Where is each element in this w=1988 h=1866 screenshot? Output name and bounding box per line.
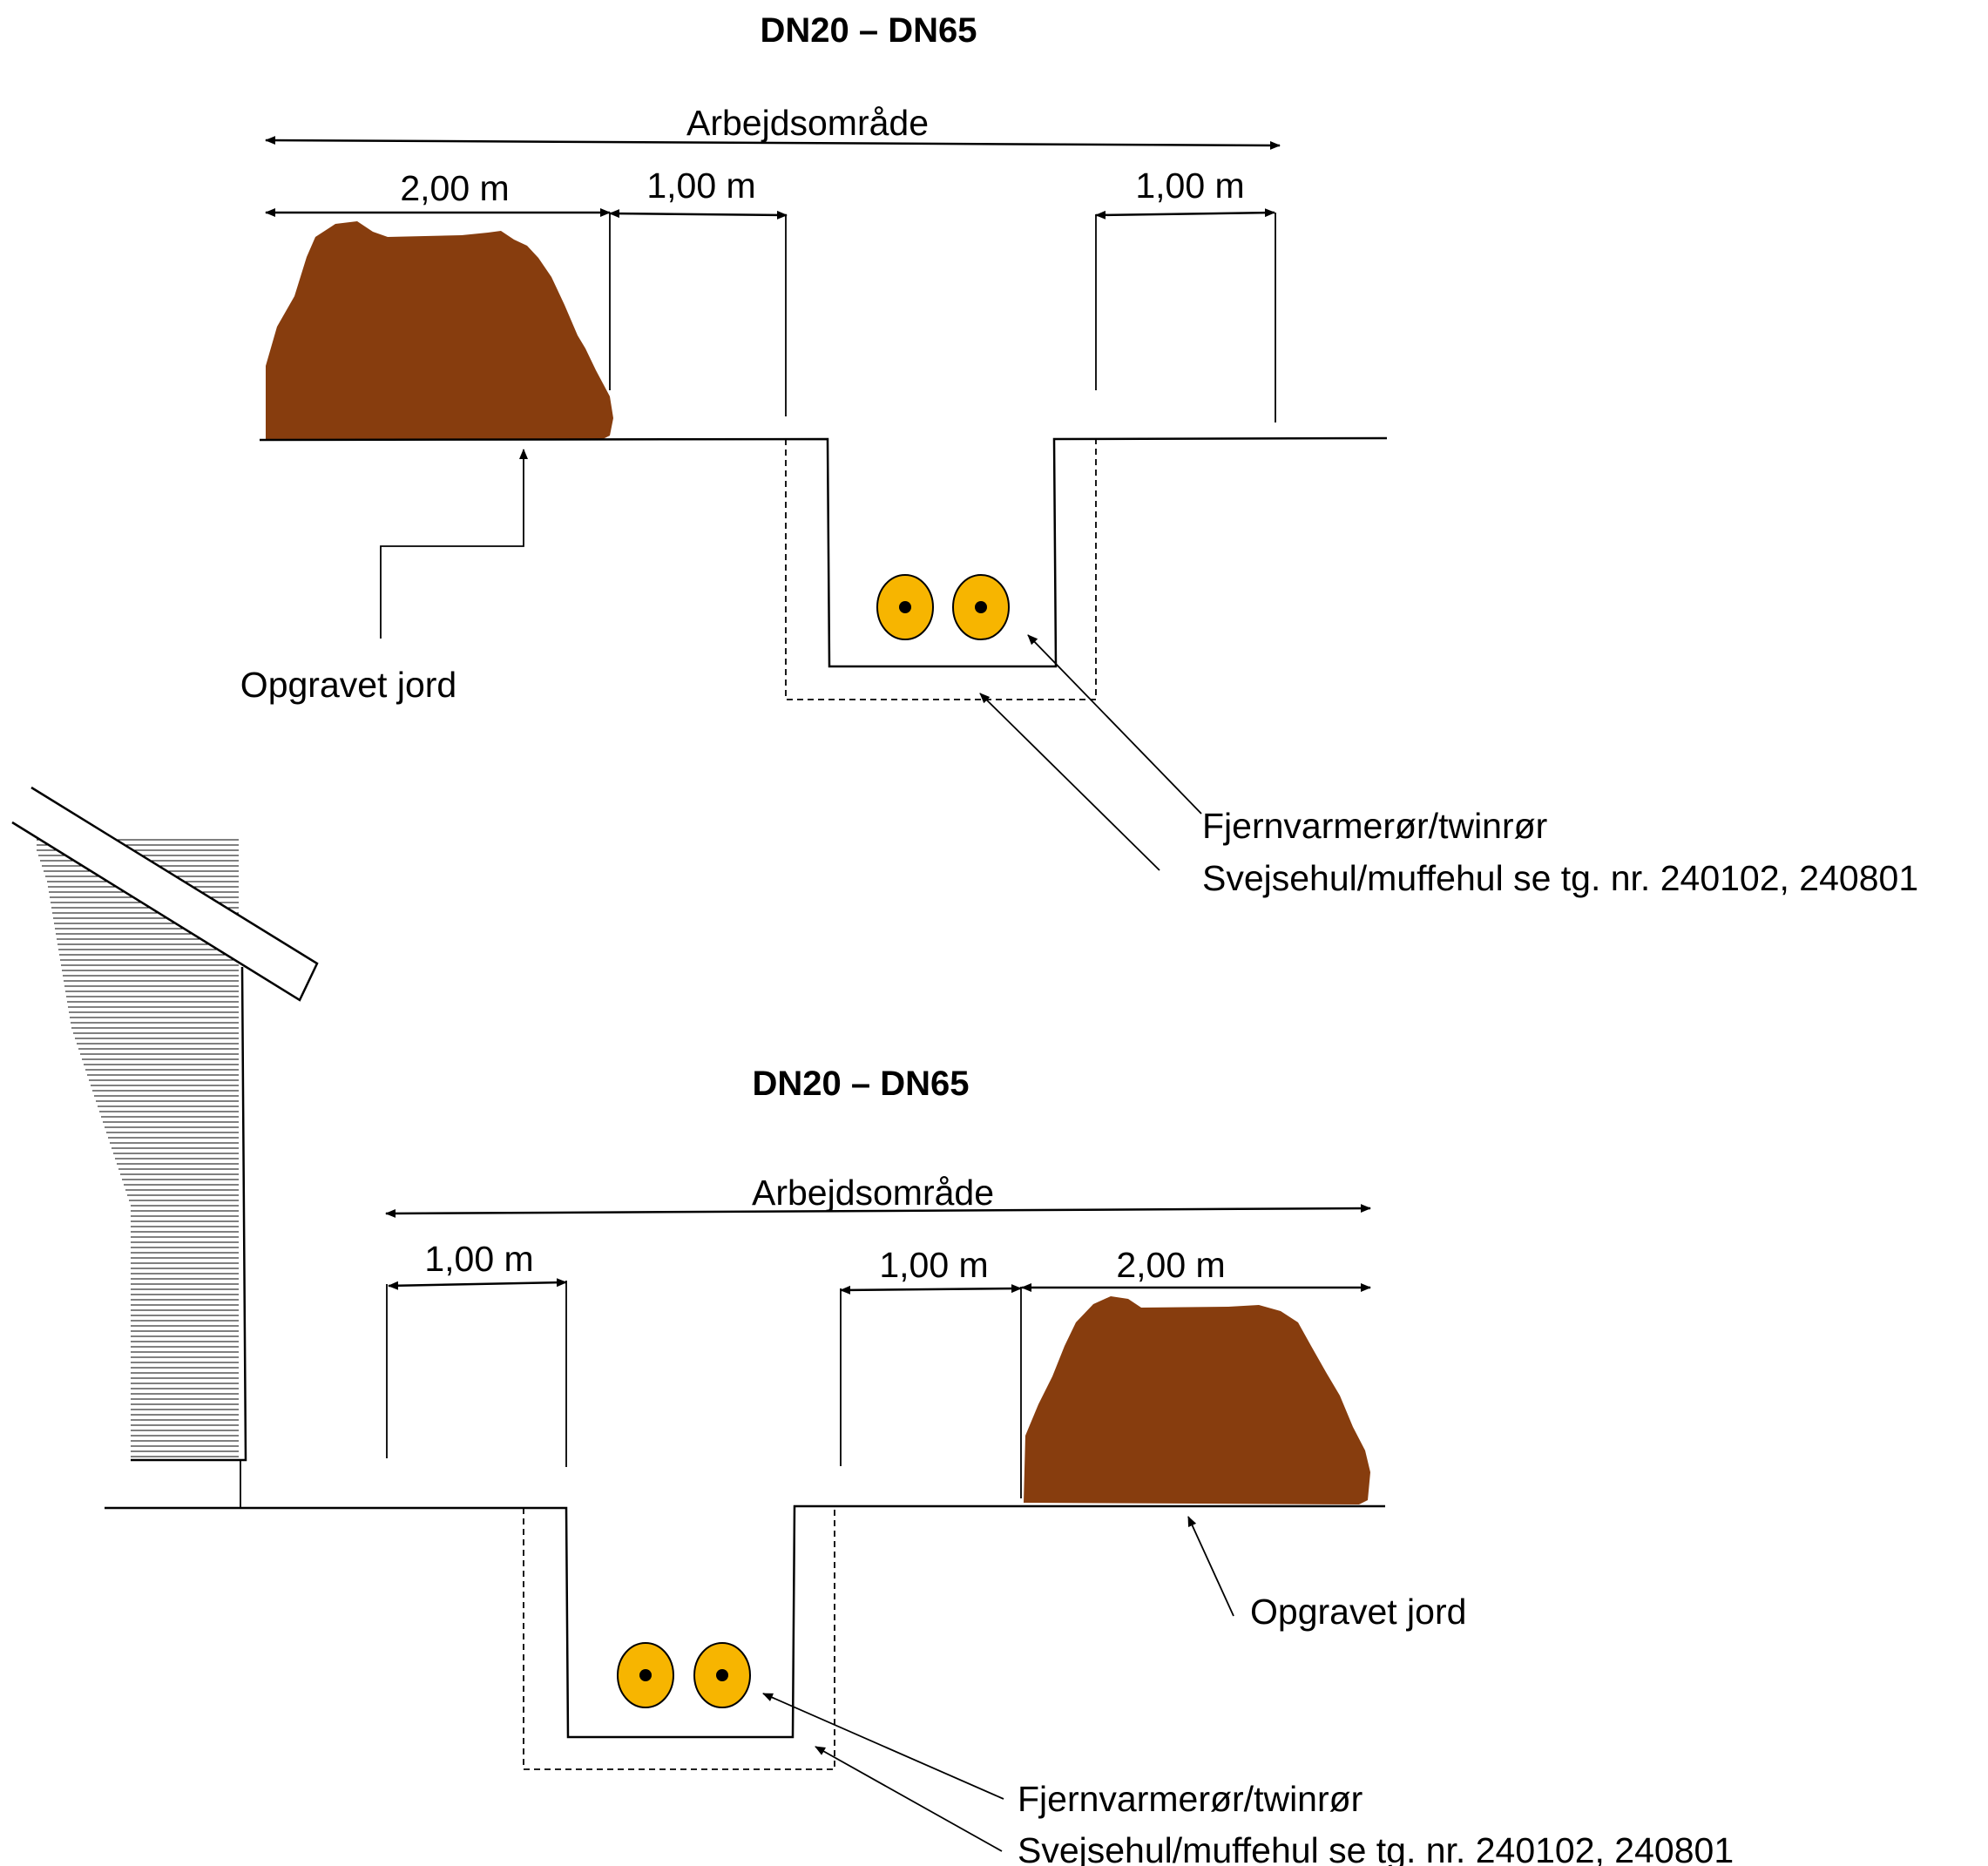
house-wall-hatch [37, 839, 239, 1457]
bottom-soil-pile [1024, 1296, 1370, 1504]
top-hole-label: Svejsehul/muffehul se tg. nr. 240102, 24… [1202, 858, 1918, 898]
house [11, 786, 319, 1508]
bottom-work-area-label: Arbejdsområde [752, 1173, 994, 1213]
top-twin-pipe [876, 574, 1010, 640]
top-work-area-label: Arbejdsområde [686, 103, 929, 143]
bottom-ground-trench [105, 1504, 1385, 1739]
bottom-soil-label: Opgravet jord [1250, 1592, 1466, 1632]
top-hole-leader [979, 693, 1160, 871]
bottom-soil-dim-label: 2,00 m [1116, 1245, 1225, 1285]
bottom-left-dim-label: 1,00 m [424, 1239, 533, 1279]
top-left-dim-arrow [609, 209, 788, 220]
top-ground-trench [259, 436, 1388, 668]
top-weld-hole-outline [785, 439, 1097, 700]
bottom-section: DN20 – DN65 Arbejdsområde 1,00 m 1,00 m … [105, 1065, 1734, 1866]
top-pipe-label: Fjernvarmerør/twinrør [1202, 806, 1547, 846]
bottom-pipe-leader [762, 1693, 1004, 1800]
house-roof [11, 786, 319, 1002]
bottom-right-dim-label: 1,00 m [879, 1245, 988, 1285]
house-wall [131, 966, 247, 1462]
bottom-pipe-label: Fjernvarmerør/twinrør [1018, 1779, 1363, 1819]
top-right-dim-label: 1,00 m [1135, 166, 1244, 206]
bottom-work-area-arrow [385, 1204, 1371, 1218]
top-soil-leader [380, 449, 528, 639]
bottom-hole-leader [815, 1746, 1003, 1852]
bottom-soil-leader [1187, 1516, 1234, 1617]
top-work-area-arrow [265, 136, 1281, 150]
bottom-twin-pipe [617, 1642, 751, 1708]
top-left-dim-label: 1,00 m [646, 166, 755, 206]
top-soil-pile [266, 221, 613, 440]
top-right-dim-arrow [1095, 208, 1275, 220]
top-section: DN20 – DN65 Arbejdsområde 2,00 m 1,00 m … [240, 11, 1918, 898]
bottom-hole-label: Svejsehul/muffehul se tg. nr. 240102, 24… [1018, 1830, 1734, 1866]
top-soil-label: Opgravet jord [240, 665, 456, 705]
bottom-left-dim-arrow [388, 1278, 567, 1290]
top-title: DN20 – DN65 [760, 11, 977, 50]
top-soil-dim-label: 2,00 m [400, 168, 509, 208]
top-pipe-leader [1027, 634, 1202, 815]
bottom-weld-hole-outline [523, 1508, 835, 1770]
bottom-right-dim-arrow [840, 1284, 1022, 1295]
bottom-title: DN20 – DN65 [752, 1065, 969, 1103]
